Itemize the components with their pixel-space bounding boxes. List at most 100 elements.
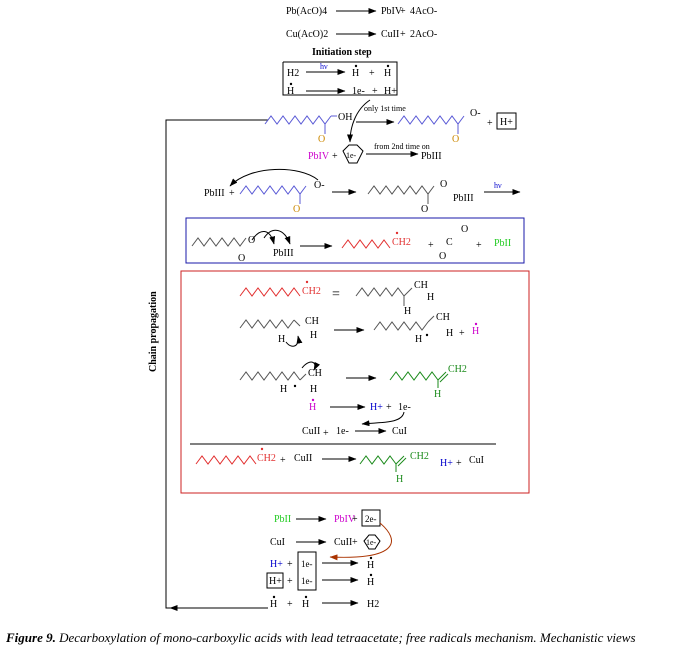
svg-text:CH: CH — [414, 280, 428, 291]
svg-text:O: O — [439, 251, 446, 262]
svg-text:+: + — [352, 514, 358, 525]
figure-caption-text: Decarboxylation of mono-carboxylic acids… — [55, 630, 636, 645]
blue-box: O O PbIII CH2 + C O O + PbII — [185, 217, 525, 264]
svg-text:H: H — [367, 577, 374, 588]
step1: OH O only 1st time O- O + H+ PbIV + 1e- … — [264, 99, 517, 164]
cu-ii: CuII — [381, 29, 399, 40]
figure-caption: Figure 9. Decarboxylation of mono-carbox… — [6, 630, 686, 646]
svg-text:H: H — [415, 334, 422, 345]
svg-text:H+: H+ — [370, 402, 383, 413]
initiation-title: Initiation step — [312, 47, 372, 58]
svg-text:+: + — [372, 86, 378, 97]
svg-text:H: H — [309, 402, 316, 413]
initiation-box: H2 hν H + H H 1e- + H+ — [282, 61, 398, 97]
svg-text:CuI: CuI — [469, 455, 484, 466]
svg-text:+: + — [280, 455, 286, 466]
bottom-equations: PbII PbIV + 2e- CuI CuII + 1e- H+ + 1e- … — [266, 509, 392, 610]
svg-text:CuI: CuI — [392, 426, 407, 437]
svg-text:H+: H+ — [384, 86, 397, 97]
chain-loop: Chain propagation — [148, 119, 268, 611]
svg-text:PbIII: PbIII — [273, 248, 294, 259]
svg-text:PbIII: PbIII — [453, 193, 474, 204]
svg-text:H: H — [384, 68, 391, 79]
acetate-2: 2AcO- — [410, 29, 437, 40]
svg-text:+: + — [332, 151, 338, 162]
svg-text:O-: O- — [314, 180, 325, 191]
svg-text:PbIII: PbIII — [204, 188, 225, 199]
svg-text:1e-: 1e- — [398, 402, 411, 413]
svg-text:+: + — [428, 240, 434, 251]
svg-text:O: O — [248, 235, 255, 246]
svg-text:H2: H2 — [287, 68, 299, 79]
svg-text:CH2: CH2 — [410, 451, 429, 462]
svg-text:H+: H+ — [270, 559, 283, 570]
svg-text:+: + — [287, 599, 293, 610]
svg-text:H: H — [310, 330, 317, 341]
svg-text:CH2: CH2 — [257, 453, 276, 464]
svg-text:H: H — [396, 474, 403, 485]
only-first-time: only 1st time — [364, 104, 406, 113]
svg-text:1e-: 1e- — [346, 151, 357, 160]
svg-text:H: H — [367, 560, 374, 571]
svg-text:C: C — [446, 237, 453, 248]
svg-text:H: H — [472, 326, 479, 337]
svg-text:H: H — [270, 599, 277, 610]
svg-text:CH: CH — [308, 368, 322, 379]
cu-acetate: Cu(AcO)2 — [286, 29, 328, 40]
svg-text:CH: CH — [305, 316, 319, 327]
svg-text:PbII: PbII — [274, 514, 291, 525]
svg-text:+: + — [456, 458, 462, 469]
svg-text:+: + — [352, 537, 358, 548]
svg-text:+: + — [323, 428, 329, 439]
svg-text:+: + — [487, 118, 493, 129]
svg-text:H+: H+ — [440, 458, 453, 469]
svg-text:+: + — [476, 240, 482, 251]
svg-text:1e-: 1e- — [366, 538, 377, 547]
svg-text:H+: H+ — [269, 576, 282, 587]
header-eq1: Pb(AcO)4 PbIV + 4AcO- — [286, 6, 437, 17]
svg-text:O: O — [461, 224, 468, 235]
svg-text:H: H — [287, 86, 294, 97]
pb-iv-1: PbIV — [308, 151, 330, 162]
svg-text:+: + — [229, 188, 235, 199]
svg-text:+: + — [287, 576, 293, 587]
svg-text:1e-: 1e- — [301, 576, 313, 586]
svg-text:H: H — [278, 334, 285, 345]
svg-text:1e-: 1e- — [352, 86, 365, 97]
svg-text:H: H — [404, 306, 411, 317]
svg-text:H+: H+ — [500, 117, 513, 128]
pb-ii: PbII — [494, 238, 511, 249]
svg-text:O: O — [238, 253, 245, 264]
svg-text:O-: O- — [470, 108, 481, 119]
svg-text:+: + — [400, 29, 406, 40]
figure-label: Figure 9. — [6, 630, 56, 645]
acetate-4: 4AcO- — [410, 6, 437, 17]
svg-text:H: H — [302, 599, 309, 610]
svg-text:+: + — [400, 6, 406, 17]
svg-text:H: H — [446, 328, 453, 339]
svg-text:hν: hν — [494, 181, 502, 190]
svg-text:hν: hν — [320, 62, 328, 71]
svg-text:CH2: CH2 — [448, 364, 467, 375]
pb-acetate: Pb(AcO)4 — [286, 6, 327, 17]
header-eq2: Cu(AcO)2 CuII + 2AcO- — [286, 29, 437, 40]
red-box: CH2 = CH H H CH H H CH H H + H CH H H CH… — [180, 270, 530, 494]
svg-text:+: + — [369, 68, 375, 79]
svg-text:1e-: 1e- — [336, 426, 349, 437]
svg-text:H: H — [427, 292, 434, 303]
svg-text:CuII: CuII — [334, 537, 352, 548]
svg-text:H2: H2 — [367, 599, 379, 610]
svg-text:H: H — [434, 389, 441, 400]
svg-text:+: + — [459, 328, 465, 339]
svg-text:CuII: CuII — [294, 453, 312, 464]
svg-text:CuI: CuI — [270, 537, 285, 548]
svg-text:PbIV: PbIV — [334, 514, 356, 525]
svg-text:CH2: CH2 — [392, 237, 411, 248]
svg-text:CH: CH — [436, 312, 450, 323]
svg-text:H: H — [310, 384, 317, 395]
svg-text:H: H — [280, 384, 287, 395]
from-second-time: from 2nd time on — [374, 142, 430, 151]
svg-text:OH: OH — [338, 112, 352, 123]
svg-text:O: O — [318, 134, 325, 145]
